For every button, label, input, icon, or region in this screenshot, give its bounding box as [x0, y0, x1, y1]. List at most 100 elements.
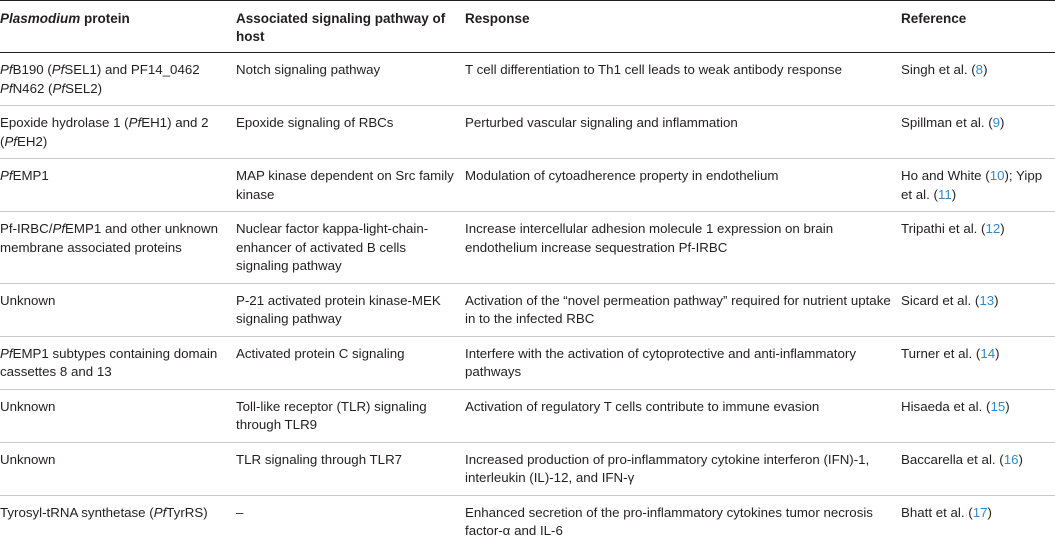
- protein-segment: SEL2): [65, 80, 103, 96]
- cell-pathway: Epoxide signaling of RBCs: [236, 105, 465, 159]
- cell-response: Interfere with the activation of cytopro…: [465, 336, 901, 390]
- cell-response: Increased production of pro-inflammatory…: [465, 442, 901, 496]
- table-row: Tyrosyl-tRNA synthetase (PfTyrRS)–Enhanc…: [0, 495, 1055, 548]
- cell-pathway: P-21 activated protein kinase-MEK signal…: [236, 283, 465, 337]
- cell-reference: Baccarella et al. (16): [901, 442, 1055, 496]
- header-protein-label: Plasmodium protein: [0, 11, 130, 26]
- cell-pathway: Activated protein C signaling: [236, 336, 465, 390]
- protein-segment: Tyrosyl-tRNA synthetase (: [0, 504, 154, 520]
- header-protein-genus: Plasmodium: [0, 11, 81, 26]
- protein-segment: SEL1) and PF14_0462: [64, 62, 200, 77]
- protein-segment: Pf-IRBC/: [0, 221, 53, 236]
- cell-pathway: Nuclear factor kappa-light-chain-enhance…: [236, 211, 465, 284]
- reference-segment: ): [983, 62, 988, 77]
- cell-protein: Epoxide hydrolase 1 (PfEH1) and 2 (PfEH2…: [0, 105, 236, 159]
- protein-segment: Pf: [0, 168, 13, 183]
- citation-link[interactable]: 13: [979, 292, 995, 308]
- reference-segment: ): [951, 186, 957, 202]
- reference-segment: Tripathi et al. (: [901, 221, 986, 236]
- table-row: PfEMP1 subtypes containing domain casset…: [0, 336, 1055, 390]
- header-row: Plasmodium protein Associated signaling …: [0, 0, 1055, 53]
- cell-reference: Singh et al. (8): [901, 52, 1055, 106]
- cell-reference: Spillman et al. (9): [901, 105, 1055, 159]
- citation-link[interactable]: 17: [972, 504, 988, 520]
- table-body: PfB190 (PfSEL1) and PF14_0462 PfN462 (Pf…: [0, 52, 1055, 548]
- reference-segment: ): [1000, 221, 1005, 236]
- cell-pathway: Toll-like receptor (TLR) signaling throu…: [236, 389, 465, 443]
- cell-response: Enhanced secretion of the pro-inflammato…: [465, 504, 873, 539]
- cell-response: Perturbed vascular signaling and inflamm…: [465, 105, 901, 159]
- cell-pathway: MAP kinase dependent on Src family kinas…: [236, 158, 465, 212]
- reference-segment: ); Yipp et al. (: [901, 168, 1043, 202]
- reference-segment: Spillman et al. (: [901, 115, 993, 130]
- reference-segment: Turner et al. (: [901, 345, 981, 361]
- protein-segment: TyrRS): [166, 504, 208, 520]
- cell-response: Activation of regulatory T cells contrib…: [465, 389, 901, 443]
- citation-link[interactable]: 9: [992, 115, 1001, 130]
- protein-segment: Pf: [153, 504, 167, 520]
- cell-response: Activation of the “novel permeation path…: [465, 283, 901, 337]
- reference-segment: Singh et al. (: [901, 62, 976, 77]
- cell-pathway: –: [236, 504, 244, 520]
- reference-segment: Bhatt et al. (: [901, 504, 973, 520]
- protein-segment: Epoxide hydrolase 1 (: [0, 115, 129, 130]
- header-reference: Reference: [901, 0, 1055, 53]
- protein-segment: Pf: [51, 62, 65, 77]
- cell-reference: Sicard et al. (13): [901, 283, 1055, 337]
- citation-link[interactable]: 15: [990, 398, 1006, 414]
- cell-protein: PfB190 (PfSEL1) and PF14_0462 PfN462 (Pf…: [0, 52, 236, 106]
- citation-link[interactable]: 14: [980, 345, 996, 361]
- cell-response: Modulation of cytoadherence property in …: [465, 158, 901, 212]
- table-row: PfEMP1 MAP kinase dependent on Src family…: [0, 158, 1055, 212]
- citation-link[interactable]: 16: [1003, 451, 1019, 467]
- citation-link[interactable]: 11: [937, 186, 952, 202]
- table-header: Plasmodium protein Associated signaling …: [0, 0, 1055, 53]
- reference-segment: ): [987, 504, 992, 520]
- cell-protein: Tyrosyl-tRNA synthetase (PfTyrRS): [0, 495, 236, 548]
- protein-segment: Pf: [0, 345, 13, 361]
- reference-segment: Sicard et al. (: [901, 292, 980, 308]
- reference-segment: Ho and White (: [901, 168, 990, 183]
- reference-segment: Hisaeda et al. (: [901, 398, 991, 414]
- reference-segment: ): [995, 345, 1000, 361]
- cell-protein: Pf-IRBC/PfEMP1 and other unknown membran…: [0, 211, 236, 284]
- protein-segment: Unknown: [0, 451, 56, 467]
- citation-link[interactable]: 12: [985, 221, 1001, 236]
- protein-segment: Pf: [4, 133, 18, 149]
- cell-reference: Hisaeda et al. (15): [901, 389, 1055, 443]
- protein-segment: Pf: [0, 80, 13, 96]
- table-row: PfB190 (PfSEL1) and PF14_0462 PfN462 (Pf…: [0, 52, 1055, 106]
- cell-reference: Tripathi et al. (12): [901, 211, 1055, 284]
- protein-segment: Pf: [0, 62, 13, 77]
- citation-link[interactable]: 10: [989, 168, 1005, 183]
- cell-response: T cell differentiation to Th1 cell leads…: [465, 52, 901, 106]
- cell-protein: Unknown: [0, 389, 236, 443]
- protein-segment: Pf: [52, 80, 66, 96]
- cell-protein: Unknown: [0, 283, 236, 337]
- cell-pathway: Notch signaling pathway: [236, 52, 465, 106]
- reference-segment: ): [1018, 451, 1023, 467]
- protein-segment: Pf: [52, 221, 66, 236]
- protein-segment: EMP1 and other unknown membrane associat…: [0, 221, 219, 255]
- table-row: Pf-IRBC/PfEMP1 and other unknown membran…: [0, 211, 1055, 284]
- cell-reference: Ho and White (10); Yipp et al. (11): [901, 158, 1055, 212]
- protein-segment: EH1) and 2 (: [0, 115, 209, 149]
- cell-pathway: TLR signaling through TLR7: [236, 442, 465, 496]
- cell-reference: Bhatt et al. (17): [901, 495, 1055, 548]
- cell-response: Increase intercellular adhesion molecule…: [465, 211, 901, 284]
- cell-reference: Turner et al. (14): [901, 336, 1055, 390]
- protein-segment: Unknown: [0, 292, 56, 308]
- protein-segment: Pf: [128, 115, 142, 130]
- reference-segment: Baccarella et al. (: [901, 451, 1004, 467]
- protein-segment: EMP1: [12, 168, 49, 183]
- protein-segment: N462 (: [12, 80, 53, 96]
- reference-segment: ): [1000, 115, 1005, 130]
- table-row: Unknown P-21 activated protein kinase-MEK…: [0, 283, 1055, 337]
- reference-segment: ): [1005, 398, 1010, 414]
- citation-link[interactable]: 8: [975, 62, 984, 77]
- header-response: Response: [465, 0, 901, 53]
- protein-segment: EH2): [17, 133, 48, 149]
